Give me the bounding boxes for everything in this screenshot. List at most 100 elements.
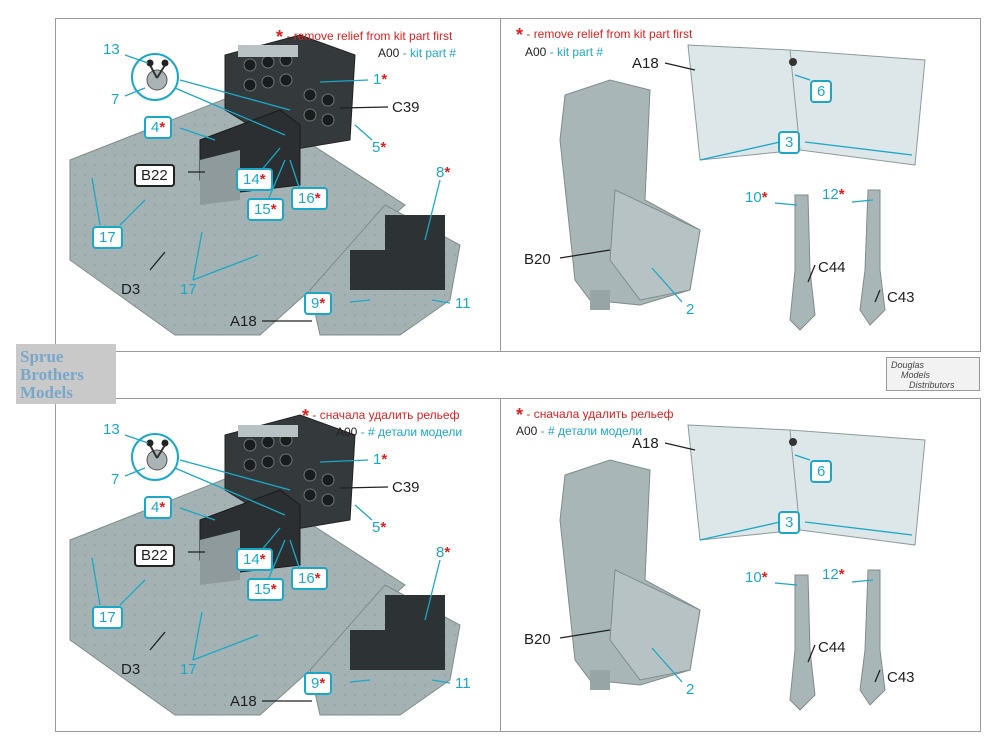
logo-line: Models (20, 383, 73, 402)
strut-part-c43 (859, 189, 886, 326)
callout-7: 7 (111, 471, 120, 488)
star-icon: * (319, 295, 326, 312)
legend-remove-relief: * - remove relief from kit part first (516, 25, 693, 46)
legend-part-number: A00 - kit part # (378, 46, 457, 60)
legend-code: A00 (378, 46, 400, 60)
callout-6: 6 (810, 80, 833, 103)
callout-number: 15 (254, 581, 271, 598)
legend-text: - kit part # (402, 46, 457, 60)
star-icon: * (259, 171, 266, 188)
callout-number: 9 (311, 675, 320, 692)
star-icon: * (444, 544, 451, 561)
callout-7: 7 (111, 91, 120, 108)
callout-number: 9 (311, 295, 320, 312)
star-icon: * (444, 164, 451, 181)
callout-8: 8* (436, 545, 450, 560)
callout-14: 14* (236, 548, 273, 571)
star-icon: * (838, 186, 845, 203)
star-icon: * (380, 519, 387, 536)
callout-c43: C43 (887, 669, 915, 686)
callout-c39: C39 (392, 99, 420, 116)
callout-15: 15* (247, 198, 284, 221)
star-icon: * (761, 189, 768, 206)
callout-number: 1 (373, 451, 382, 468)
douglas-models-logo: Douglas Models Distributors (886, 357, 980, 391)
logo-line: Distributors (909, 380, 955, 390)
legend-text: - remove relief from kit part first (286, 29, 453, 43)
callout-number: 8 (436, 164, 445, 181)
panel-divider-top (500, 18, 501, 352)
callout-c39: C39 (392, 479, 420, 496)
star-icon: * (302, 406, 310, 426)
callout-number: 5 (372, 139, 381, 156)
callout-a18-floor: A18 (230, 693, 257, 710)
callout-number: 14 (243, 551, 260, 568)
legend-remove-relief: * - remove relief from kit part first (276, 27, 453, 48)
callout-number: 5 (372, 519, 381, 536)
callout-c44: C44 (818, 639, 846, 656)
callout-number: 4 (151, 499, 160, 516)
legend-code: A00 (336, 425, 358, 439)
callout-8: 8* (436, 165, 450, 180)
callout-a18-floor: A18 (230, 313, 257, 330)
legend-part-number: A00 - kit part # (525, 45, 603, 59)
callout-5: 5* (372, 520, 386, 535)
star-icon: * (319, 675, 326, 692)
callout-12: 12* (822, 187, 845, 202)
callout-number: 1 (373, 71, 382, 88)
legend-text: - # детали модели (360, 425, 463, 439)
callout-b20: B20 (524, 251, 551, 268)
callout-13: 13 (103, 421, 120, 438)
logo-line: Sprue (20, 347, 64, 366)
callout-a18-glass: A18 (632, 435, 659, 452)
sprue-brothers-logo: Sprue Brothers Models (16, 344, 116, 404)
logo-line: Brothers (20, 365, 84, 384)
star-icon: * (270, 581, 277, 598)
callout-number: 8 (436, 544, 445, 561)
callout-d3: D3 (121, 281, 141, 298)
legend-text: - remove relief from kit part first (526, 27, 693, 41)
star-icon: * (276, 27, 284, 47)
star-icon: * (159, 499, 166, 516)
star-icon: * (516, 405, 524, 425)
legend-text: - # детали модели (540, 424, 643, 438)
callout-17-left: 17 (92, 606, 123, 629)
strut-part-c44 (789, 194, 816, 331)
windscreen-glass (687, 44, 926, 166)
star-icon: * (380, 139, 387, 156)
callout-17-left: 17 (92, 226, 123, 249)
callout-d3: D3 (121, 661, 141, 678)
callout-c44: C44 (818, 259, 846, 276)
callout-11: 11 (455, 675, 471, 692)
legend-remove-relief: * - сначала удалить рельеф (516, 405, 673, 426)
callout-6: 6 (810, 460, 833, 483)
callout-b22: B22 (134, 164, 175, 187)
callout-9: 9* (304, 672, 333, 695)
legend-code: A00 (516, 424, 538, 438)
callout-3: 3 (778, 511, 801, 534)
callout-15: 15* (247, 578, 284, 601)
callout-10: 10* (745, 190, 768, 205)
callout-5: 5* (372, 140, 386, 155)
star-icon: * (270, 201, 277, 218)
callout-16: 16* (291, 567, 328, 590)
callout-12: 12* (822, 567, 845, 582)
callout-16: 16* (291, 187, 328, 210)
star-icon: * (159, 119, 166, 136)
callout-2: 2 (686, 301, 695, 318)
callout-number: 10 (745, 569, 762, 586)
star-icon: * (314, 190, 321, 207)
callout-b22: B22 (134, 544, 175, 567)
callout-4: 4* (144, 496, 173, 519)
callout-number: 12 (822, 186, 839, 203)
callout-4: 4* (144, 116, 173, 139)
logo-line: Models (901, 370, 931, 380)
callout-14: 14* (236, 168, 273, 191)
callout-number: 16 (298, 570, 315, 587)
legend-text: - сначала удалить рельеф (312, 408, 460, 422)
legend-part-number: A00 - # детали модели (336, 425, 463, 439)
panel-divider-bottom (500, 398, 501, 732)
callout-a18-glass: A18 (632, 55, 659, 72)
callout-number: 10 (745, 189, 762, 206)
